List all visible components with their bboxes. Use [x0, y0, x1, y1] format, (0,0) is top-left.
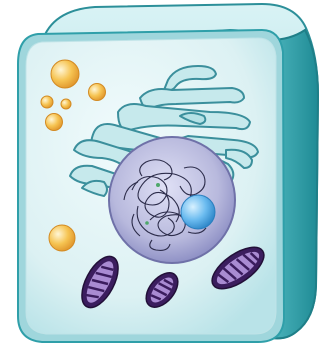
vesicle [46, 114, 63, 131]
vesicle [89, 84, 106, 101]
vesicle [41, 96, 53, 108]
vesicle [61, 99, 71, 109]
nucleus [109, 137, 235, 263]
vesicle [49, 225, 75, 251]
vesicle [51, 60, 79, 88]
nucleolus [181, 195, 215, 229]
